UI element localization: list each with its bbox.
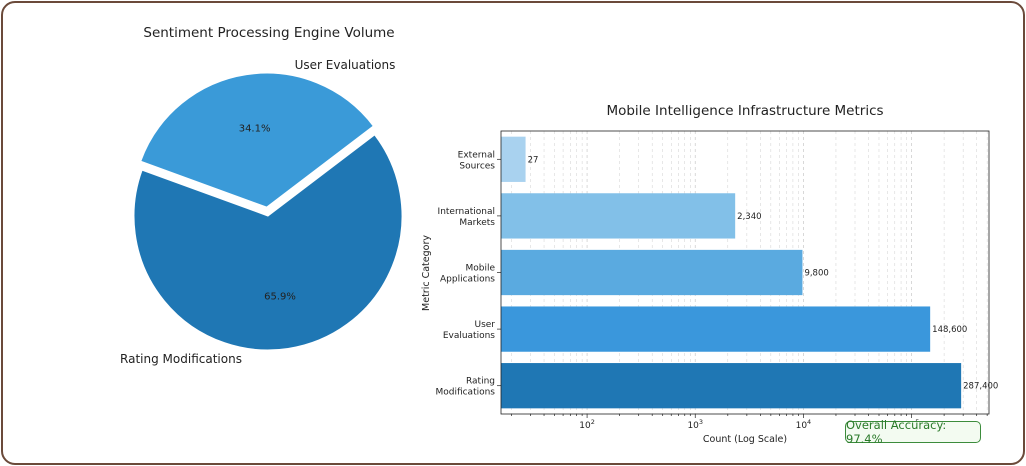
x-tick-label-2: 104 — [796, 418, 812, 431]
pie-slice-1 — [133, 134, 403, 351]
pie-slice-0 — [140, 72, 375, 208]
x-tick-label-1: 103 — [687, 418, 703, 431]
pie-category-label-0: User Evaluations — [295, 58, 396, 72]
bar-value-label-0: 27 — [528, 155, 539, 165]
x-tick-label-0: 102 — [579, 418, 595, 431]
bar-4 — [501, 363, 962, 409]
x-axis-label: Count (Log Scale) — [703, 434, 787, 445]
bar-0 — [501, 136, 526, 182]
accuracy-badge: Overall Accuracy: 97.4% — [845, 418, 981, 446]
bar-value-label-2: 9,800 — [804, 269, 828, 279]
pie-pct-label-1: 65.9% — [264, 291, 296, 302]
bar-2 — [501, 249, 803, 296]
bar-value-label-1: 2,340 — [737, 212, 761, 222]
bar-title: Mobile Intelligence Infrastructure Metri… — [606, 103, 883, 119]
plot-area — [500, 130, 990, 415]
bar-3 — [501, 306, 931, 352]
y-axis-label: Metric Category — [421, 235, 432, 311]
pie-pct-label-0: 34.1% — [239, 124, 271, 135]
pie-title: Sentiment Processing Engine Volume — [143, 25, 394, 41]
bar-1 — [501, 193, 736, 239]
bar-value-label-4: 287,400 — [963, 382, 998, 392]
bar-value-label-3: 148,600 — [932, 325, 967, 335]
pie-category-label-1: Rating Modifications — [120, 352, 242, 366]
